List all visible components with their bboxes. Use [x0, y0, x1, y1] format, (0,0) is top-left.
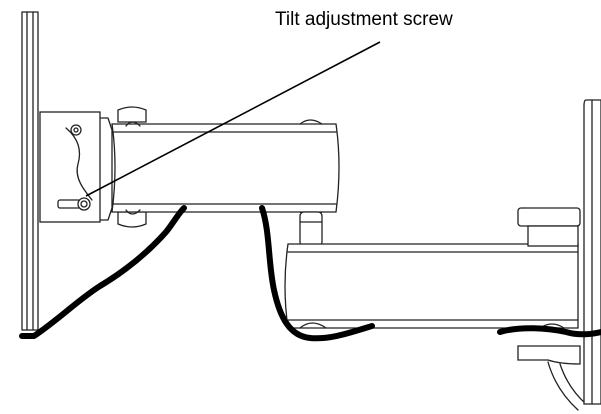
- cable-right: [497, 325, 601, 338]
- callout-leader-line: [85, 41, 381, 197]
- upper-pivot-knuckles: [117, 106, 147, 228]
- callout-label: Tilt adjustment screw: [275, 9, 453, 30]
- elbow-joint: [299, 211, 323, 247]
- cable-left: [19, 205, 187, 339]
- display-plate: [21, 11, 39, 331]
- upper-arm: [111, 119, 340, 217]
- tilt-adjustment-screw: [57, 197, 91, 211]
- wall-pivot-block: [517, 207, 587, 411]
- wall-plate: [583, 99, 601, 405]
- lower-arm: [284, 239, 579, 329]
- cable-middle: [259, 205, 375, 342]
- cables: [19, 205, 601, 342]
